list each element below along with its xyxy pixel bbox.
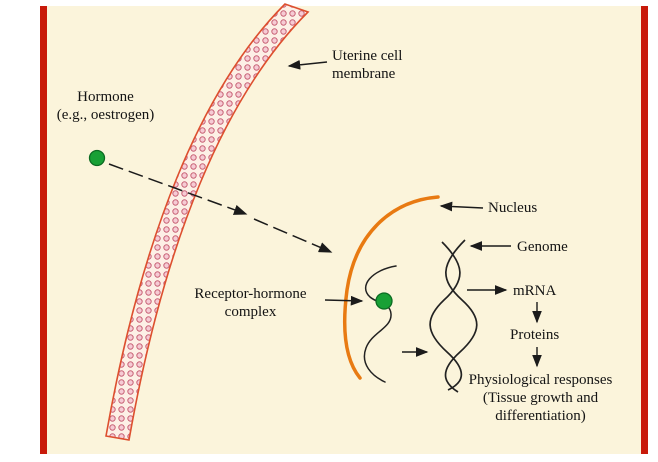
hormone-dot bbox=[88, 149, 106, 167]
hormone-path-arrow-2 bbox=[253, 218, 333, 253]
cell-membrane-band bbox=[105, 3, 310, 441]
membrane-label-line2: membrane bbox=[332, 66, 396, 82]
physiological-label: Physiological responses (Tissue growth a… bbox=[428, 371, 653, 425]
nucleus-label: Nucleus bbox=[488, 200, 538, 216]
receptor-label: Receptor-hormone complex bbox=[178, 285, 323, 321]
membrane-label-line1: Uterine cell bbox=[332, 48, 403, 64]
receptor-hormone-dot bbox=[375, 292, 393, 310]
nucleus-membrane-arc bbox=[342, 195, 440, 380]
hormone-label: Hormone (e.g., oestrogen) bbox=[48, 88, 163, 124]
hormone-label-line2: (e.g., oestrogen) bbox=[56, 107, 155, 123]
hormone-path-arrow-1 bbox=[108, 163, 248, 215]
physiological-label-line1: Physiological responses bbox=[468, 372, 613, 388]
genome-helix-strand-2 bbox=[429, 241, 463, 391]
receptor-label-line1: Receptor-hormone bbox=[194, 286, 307, 302]
page-edge-left bbox=[40, 6, 47, 454]
receptor-squiggle bbox=[363, 265, 397, 383]
nucleus-label-arrow bbox=[439, 201, 484, 212]
receptor-label-line2: complex bbox=[224, 304, 277, 320]
receptor-label-arrow bbox=[324, 295, 364, 306]
mrna-label: mRNA bbox=[513, 283, 557, 299]
genome-helix-strand-1 bbox=[444, 239, 478, 393]
physiological-label-line3: differentiation) bbox=[495, 408, 586, 424]
membrane-label-arrow bbox=[287, 59, 328, 70]
physiological-label-line2: (Tissue growth and bbox=[482, 390, 599, 406]
proteins-label: Proteins bbox=[510, 327, 560, 343]
page-edge-right bbox=[641, 6, 648, 454]
hormone-label-line1: Hormone bbox=[77, 89, 134, 105]
membrane-label: Uterine cell membrane bbox=[332, 47, 402, 83]
genome-label: Genome bbox=[517, 239, 568, 255]
